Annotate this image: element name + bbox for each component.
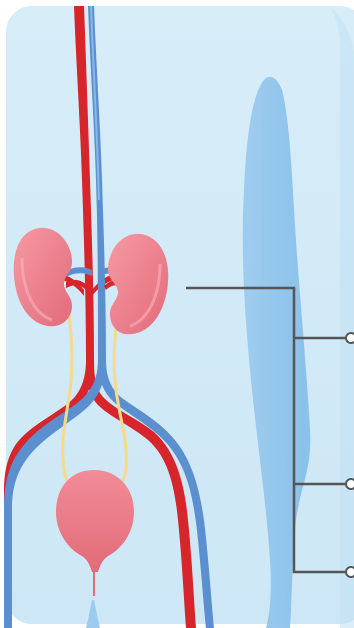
circle-marker-icon [346, 333, 354, 343]
circle-marker-icon [346, 567, 354, 577]
circle-marker-icon [346, 479, 354, 489]
